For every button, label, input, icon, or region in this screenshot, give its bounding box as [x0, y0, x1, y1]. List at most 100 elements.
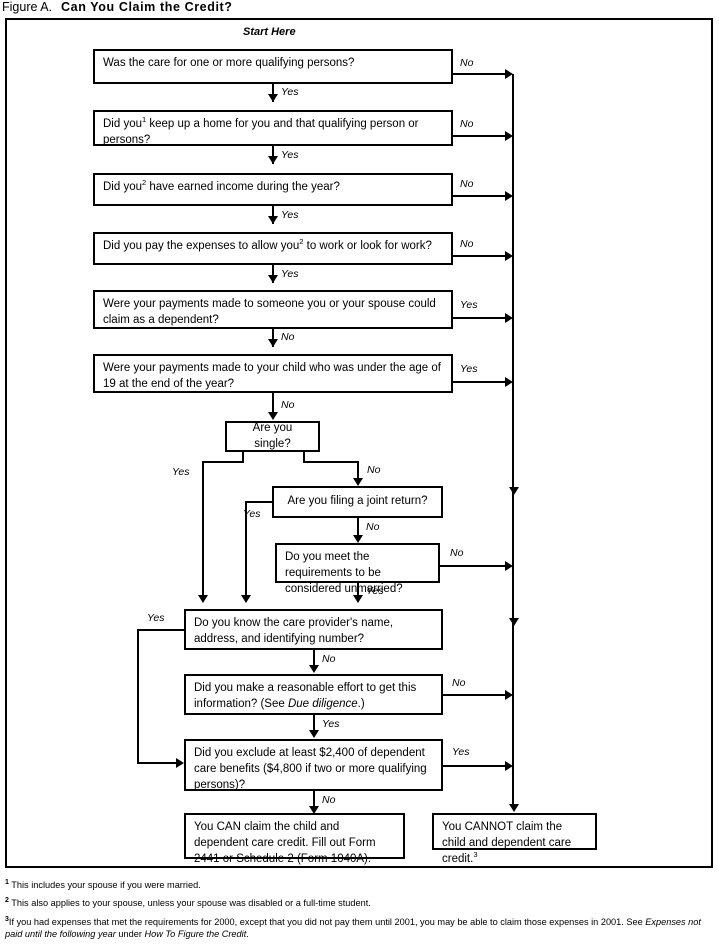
q7-no-label: No: [367, 464, 381, 476]
q5-no-arrow: [268, 339, 278, 347]
q10-yes-arrow: [176, 758, 184, 768]
footnote-3-marker: 3: [5, 915, 9, 923]
node-q5: Were your payments made to someone you o…: [93, 290, 453, 329]
rail-arrow-mid-1: [509, 487, 519, 495]
q12-yes-line: [443, 765, 511, 767]
node-q3: Did you2 have earned income during the y…: [93, 173, 453, 206]
q7-yes-elbow: [202, 461, 244, 463]
q2-no-arrow: [505, 131, 513, 141]
q11-no-line: [443, 694, 511, 696]
q11-yes-arrow: [309, 730, 319, 738]
start-here-caption: Start Here: [243, 26, 296, 38]
q2-yes-arrow: [268, 156, 278, 164]
q8-no-label: No: [366, 521, 380, 533]
q9-yes-label: Yes: [366, 585, 384, 597]
q1-yes-label: Yes: [281, 86, 299, 98]
q12-yes-arrow: [505, 761, 513, 771]
q12-no-line: [313, 791, 315, 809]
node-q9: Do you meet the requirements to be consi…: [275, 543, 440, 595]
node-q7: Are you single?: [225, 421, 320, 452]
footnote-2: 2 This also applies to your spouse, unle…: [5, 896, 715, 910]
q1-no-label: No: [460, 57, 474, 69]
q7-yes-drop: [202, 461, 204, 596]
q5-yes-line: [453, 317, 511, 319]
q11-yes-label: Yes: [322, 718, 340, 730]
q7-no-drop: [357, 461, 359, 480]
q7-yes-arrow: [198, 595, 208, 603]
q4-yes-line: [272, 265, 274, 283]
q4-yes-arrow: [268, 275, 278, 283]
q4-no-arrow: [505, 251, 513, 261]
figure-label: Figure A.: [2, 0, 53, 14]
node-q6: Were your payments made to your child wh…: [93, 354, 453, 393]
node-q1: Was the care for one or more qualifying …: [93, 49, 453, 84]
footnote-ref-2a: 2: [142, 178, 147, 188]
q7-no-stub: [303, 452, 305, 463]
q3-no-label: No: [460, 178, 474, 190]
q11-no-arrow: [505, 690, 513, 700]
node-q2: Did you1 keep up a home for you and that…: [93, 110, 453, 146]
footnote-ref-1: 1: [142, 115, 147, 125]
q2-no-line: [453, 135, 511, 137]
q10-yes-elbow-top: [137, 629, 184, 631]
result-can-claim: You CAN claim the child and dependent ca…: [184, 813, 405, 865]
q12-yes-label: Yes: [452, 746, 470, 758]
q10-no-line: [313, 650, 315, 667]
q5-yes-arrow: [505, 313, 513, 323]
q8-no-line: [357, 518, 359, 537]
q6-yes-line: [453, 381, 511, 383]
q6-yes-arrow: [505, 377, 513, 387]
q7-yes-label: Yes: [172, 466, 190, 478]
footnote-ref-2b: 2: [299, 237, 304, 247]
q11-yes-line: [313, 715, 315, 732]
rail-arrow-terminal: [509, 804, 519, 812]
q12-no-label: No: [322, 794, 336, 806]
q4-no-line: [453, 255, 511, 257]
q6-no-label: No: [281, 399, 295, 411]
figure-name: Can You Claim the Credit?: [61, 0, 233, 14]
figure-title: Figure A. Can You Claim the Credit?: [2, 0, 233, 14]
q10-no-arrow: [309, 665, 319, 673]
q5-no-line: [272, 329, 274, 347]
node-q10: Do you know the care provider's name, ad…: [184, 609, 443, 650]
node-q12: Did you exclude at least $2,400 of depen…: [184, 739, 443, 791]
footnote-3: 3If you had expenses that met the requir…: [5, 915, 715, 941]
q5-yes-label: Yes: [460, 299, 478, 311]
q1-yes-arrow: [268, 94, 278, 102]
q6-no-line: [272, 393, 274, 413]
q7-yes-stub: [242, 452, 244, 463]
q9-yes-line: [357, 583, 359, 596]
footnote-3-mid: under: [115, 928, 145, 939]
rail-arrow-mid-2: [509, 618, 519, 626]
result-cannot-claim: You CANNOT claim the child and dependent…: [432, 813, 597, 865]
footnote-2-marker: 2: [5, 896, 9, 904]
q9-no-line: [440, 565, 511, 567]
q8-yes-elbow: [245, 501, 274, 503]
q3-yes-line: [272, 206, 274, 224]
q7-no-arrow: [353, 478, 363, 486]
footnote-ref-3: 3: [473, 849, 478, 859]
q6-no-arrow: [268, 412, 278, 420]
q1-yes-line: [272, 84, 274, 102]
node-q4: Did you pay the expenses to allow you2 t…: [93, 232, 453, 265]
q10-yes-drop: [137, 629, 139, 764]
rejection-rail: [512, 74, 514, 809]
node-q8: Are you filing a joint return?: [272, 486, 443, 518]
q9-no-label: No: [450, 547, 464, 559]
footnote-3-italic-1: Expenses not paid until the following ye…: [5, 917, 701, 939]
q1-no-arrow: [505, 69, 513, 79]
q2-yes-label: Yes: [281, 149, 299, 161]
q8-yes-label: Yes: [243, 508, 261, 520]
q7-no-elbow: [303, 461, 359, 463]
footnote-3-italic-2: How To Figure the Credit: [144, 928, 247, 939]
q10-no-label: No: [322, 653, 336, 665]
footnote-1-text: This includes your spouse if you were ma…: [11, 880, 201, 890]
q11-no-label: No: [452, 677, 466, 689]
q5-no-label: No: [281, 331, 295, 343]
footnote-2-text: This also applies to your spouse, unless…: [11, 898, 371, 908]
q8-yes-drop: [245, 501, 247, 596]
footnote-3-tail: .: [246, 928, 249, 939]
q12-no-arrow: [309, 806, 319, 814]
node-q11: Did you make a reasonable effort to get …: [184, 674, 443, 715]
